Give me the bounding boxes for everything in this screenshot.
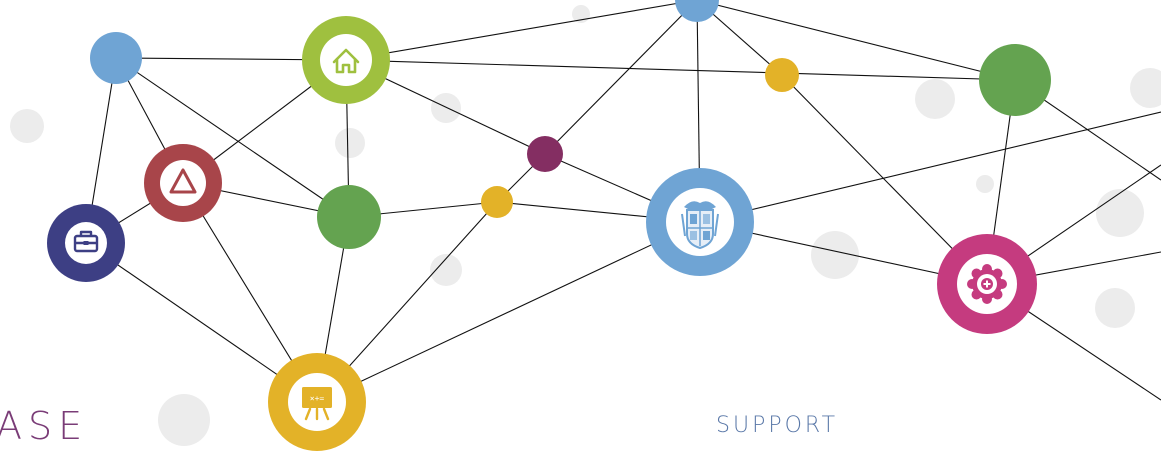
node-crest (646, 168, 754, 276)
whiteboard-math-icon: ×+= (302, 387, 332, 421)
node-briefcase (47, 204, 125, 282)
node-green-center (317, 185, 381, 249)
node-green-right (979, 44, 1051, 116)
node-blue-top-left (90, 32, 142, 84)
node-gold-small-mid (481, 186, 513, 218)
node-warning (144, 144, 222, 222)
node-gold-small-top (765, 58, 799, 92)
home-icon (332, 48, 360, 74)
node-home (302, 16, 390, 104)
coat-of-arms-icon (681, 201, 719, 250)
svg-text:×+=: ×+= (310, 394, 325, 403)
section-label-partial: ASE (0, 404, 89, 448)
node-blue-top (675, 0, 719, 22)
section-label-support: SUPPORT (716, 413, 839, 438)
node-flower (937, 234, 1037, 334)
node-purple-small (527, 136, 563, 172)
briefcase-icon (73, 230, 99, 253)
flower-icon (967, 264, 1007, 304)
node-whiteboard: ×+= (268, 353, 366, 451)
background-dots (10, 5, 1161, 446)
warning-triangle-icon (169, 168, 197, 194)
